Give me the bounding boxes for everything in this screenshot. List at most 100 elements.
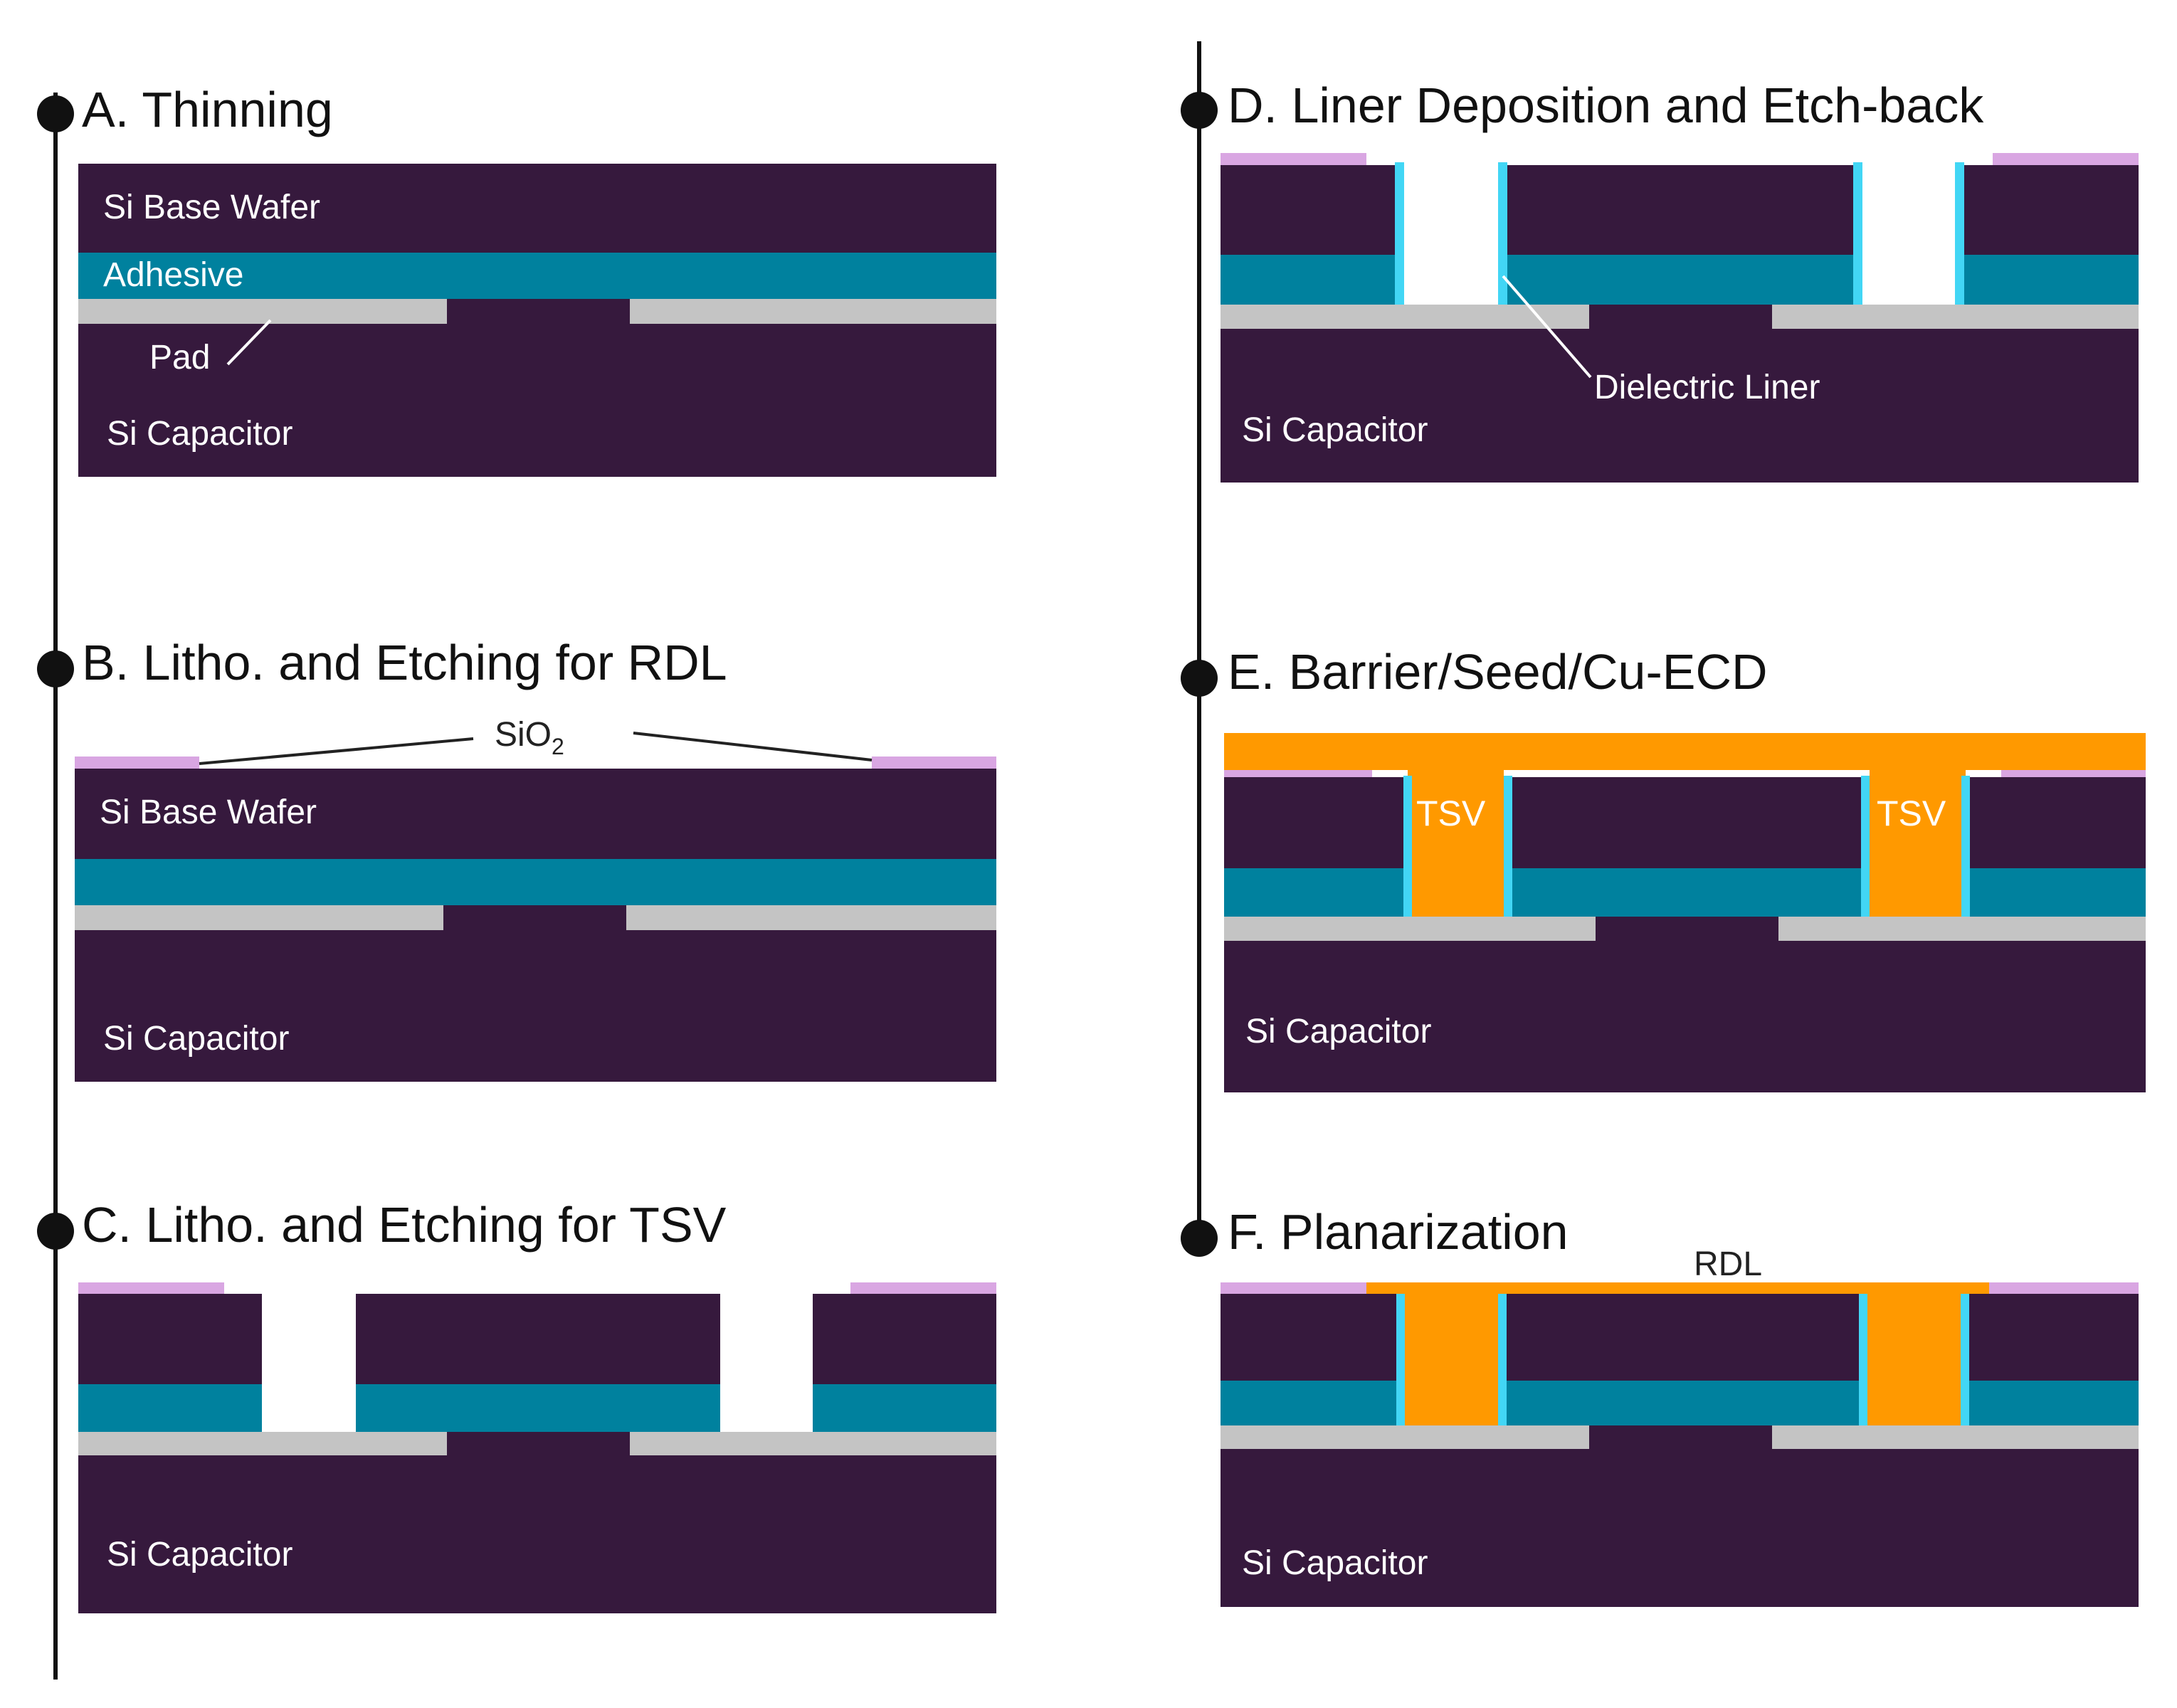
adhesive-segment-1 bbox=[78, 1384, 262, 1432]
tsv-right-label: TSV bbox=[1877, 794, 1946, 833]
copper-overburden bbox=[1224, 733, 2146, 770]
liner-2 bbox=[1504, 776, 1512, 917]
pad-right bbox=[630, 299, 996, 324]
sio2-left bbox=[1221, 153, 1366, 165]
sio2-left bbox=[1224, 770, 1372, 777]
sio2-left bbox=[78, 1282, 224, 1294]
base-wafer-segment-3 bbox=[1955, 165, 2139, 255]
capacitor-gap bbox=[447, 1432, 630, 1455]
adhesive-segment-2 bbox=[356, 1384, 720, 1432]
step-f-title: F. Planarization bbox=[1228, 1204, 1569, 1260]
adhesive-segment-1 bbox=[1221, 255, 1404, 305]
timeline-dot-a bbox=[37, 95, 74, 132]
base-wafer-label: Si Base Wafer bbox=[103, 189, 320, 226]
step-b-title: B. Litho. and Etching for RDL bbox=[82, 635, 727, 690]
capacitor-label: Si Capacitor bbox=[1242, 1544, 1428, 1582]
adhesive-segment-1 bbox=[1221, 1381, 1401, 1425]
capacitor-gap bbox=[1596, 917, 1778, 941]
adhesive-segment-3 bbox=[1955, 255, 2139, 305]
step-f: F. Planarization RDL Si Capacitor bbox=[1221, 1204, 2139, 1607]
liner-3 bbox=[1859, 1294, 1867, 1425]
adhesive-segment-2 bbox=[1507, 1381, 1859, 1425]
sio2-left bbox=[1221, 1282, 1366, 1294]
sio2-leader-right bbox=[633, 732, 873, 761]
step-c: C. Litho. and Etching for TSV Si Capacit… bbox=[78, 1197, 996, 1613]
liner-4 bbox=[1961, 776, 1970, 917]
pad-right bbox=[1778, 917, 2146, 941]
pad-left bbox=[78, 299, 447, 324]
capacitor-gap bbox=[447, 299, 630, 324]
step-a-title: A. Thinning bbox=[82, 82, 333, 137]
sio2-left bbox=[75, 757, 199, 769]
liner-label: Dielectric Liner bbox=[1594, 369, 1820, 406]
pad-right bbox=[626, 905, 996, 930]
pad-left bbox=[1221, 305, 1589, 329]
tsv-copper-right bbox=[1865, 1294, 1964, 1425]
adhesive-segment-1 bbox=[1224, 868, 1408, 917]
liner-1 bbox=[1395, 162, 1404, 305]
adhesive-segment-3 bbox=[1964, 1381, 2139, 1425]
base-wafer-segment-2 bbox=[1498, 165, 1862, 255]
capacitor-gap bbox=[443, 905, 626, 930]
capacitor-layer bbox=[1221, 329, 2139, 483]
liner-2 bbox=[1498, 162, 1507, 305]
adhesive-layer bbox=[75, 859, 996, 905]
capacitor-label: Si Capacitor bbox=[103, 1020, 289, 1058]
capacitor-layer bbox=[1224, 941, 2146, 1092]
capacitor-gap bbox=[1589, 1425, 1772, 1449]
base-wafer-segment-2 bbox=[1512, 777, 1861, 868]
pad-right bbox=[1772, 305, 2139, 329]
pad-label: Pad bbox=[149, 339, 210, 376]
timeline-dot-b bbox=[37, 650, 74, 687]
base-wafer-layer bbox=[75, 769, 996, 859]
capacitor-label: Si Capacitor bbox=[107, 1536, 292, 1573]
capacitor-layer bbox=[78, 1455, 996, 1613]
sio2-right bbox=[1993, 153, 2139, 165]
liner-2 bbox=[1498, 1294, 1507, 1425]
adhesive-segment-2 bbox=[1512, 868, 1861, 917]
capacitor-label: Si Capacitor bbox=[1242, 411, 1428, 449]
timeline-dot-c bbox=[37, 1213, 74, 1250]
base-wafer-segment-1 bbox=[1224, 777, 1408, 868]
sio2-label: SiO2 bbox=[495, 716, 564, 759]
step-d-title: D. Liner Deposition and Etch-back bbox=[1228, 78, 1984, 133]
timeline-dot-d bbox=[1181, 92, 1218, 129]
step-a: A. Thinning Si Base Wafer Adhesive Pad S… bbox=[78, 82, 996, 477]
capacitor-layer bbox=[78, 324, 996, 477]
pad-left bbox=[78, 1432, 447, 1455]
base-wafer-segment-3 bbox=[813, 1294, 996, 1384]
base-wafer-segment-2 bbox=[1507, 1294, 1859, 1381]
liner-4 bbox=[1955, 162, 1964, 305]
base-wafer-segment-2 bbox=[356, 1294, 720, 1384]
sio2-right bbox=[1989, 1282, 2139, 1294]
liner-4 bbox=[1961, 1294, 1969, 1425]
liner-1 bbox=[1403, 776, 1412, 917]
base-wafer-segment-1 bbox=[1221, 1294, 1401, 1381]
sio2-right bbox=[2001, 770, 2146, 777]
timeline-dot-f bbox=[1181, 1220, 1218, 1257]
rdl-layer bbox=[1366, 1282, 1989, 1294]
capacitor-layer bbox=[1221, 1449, 2139, 1607]
base-wafer-layer bbox=[78, 164, 996, 253]
tsv-copper-left bbox=[1408, 770, 1504, 917]
base-wafer-label: Si Base Wafer bbox=[100, 794, 317, 831]
step-e-title: E. Barrier/Seed/Cu-ECD bbox=[1228, 644, 1768, 700]
base-wafer-segment-3 bbox=[1966, 777, 2146, 868]
base-wafer-segment-1 bbox=[78, 1294, 262, 1384]
step-c-title: C. Litho. and Etching for TSV bbox=[82, 1197, 727, 1253]
sio2-right bbox=[850, 1282, 996, 1294]
adhesive-label: Adhesive bbox=[103, 256, 243, 294]
capacitor-layer bbox=[75, 930, 996, 1082]
rdl-label: RDL bbox=[1694, 1245, 1762, 1283]
liner-3 bbox=[1861, 776, 1870, 917]
sio2-right bbox=[872, 757, 996, 769]
capacitor-gap bbox=[1589, 305, 1772, 329]
sio2-leader-left bbox=[199, 737, 474, 765]
timeline-right bbox=[1181, 41, 1218, 1257]
pad-right bbox=[630, 1432, 996, 1455]
tsv-copper-right bbox=[1870, 770, 1966, 917]
capacitor-label: Si Capacitor bbox=[107, 415, 292, 453]
adhesive-segment-2 bbox=[1498, 255, 1862, 305]
timeline-dot-e bbox=[1181, 660, 1218, 697]
